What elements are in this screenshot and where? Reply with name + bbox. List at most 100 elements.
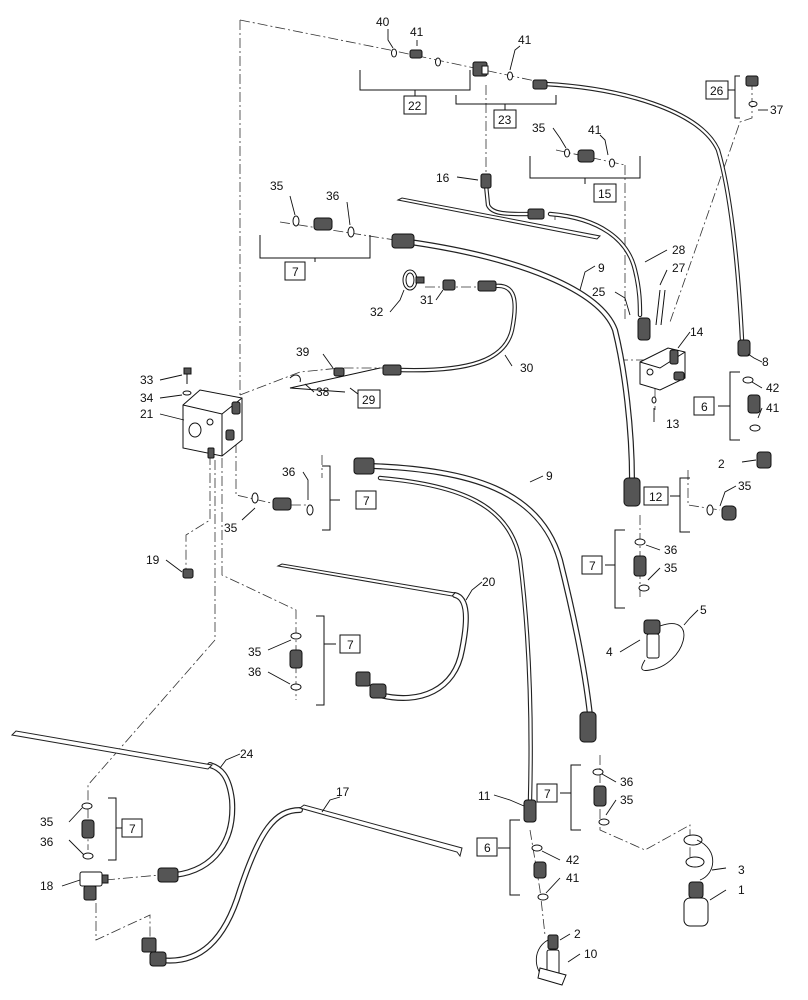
- callout-42: 42: [566, 853, 580, 867]
- hose-end-20: [355, 671, 387, 699]
- box-label-15: 15: [593, 183, 617, 203]
- box-15-text: 15: [598, 187, 612, 201]
- callout-33: 33: [140, 373, 154, 387]
- box-6-text: 6: [484, 841, 491, 855]
- fitting-35-15: [564, 148, 570, 158]
- callout-10: 10: [584, 947, 598, 961]
- hose-9-lower: [369, 463, 593, 718]
- box-label-7: 7: [581, 555, 603, 575]
- hose-end-11: [523, 799, 537, 823]
- tee-18: [79, 871, 109, 901]
- box-29-text: 29: [362, 393, 376, 407]
- adapter-6-right: [747, 394, 761, 414]
- box-6-text: 6: [701, 400, 708, 414]
- adapter-7-r: [633, 555, 647, 577]
- valve-block-21: [182, 389, 243, 459]
- hose-end-8: [737, 339, 751, 357]
- brackets: [108, 70, 740, 896]
- hose-28: [547, 211, 643, 318]
- callout-41: 41: [410, 25, 424, 39]
- callout-35: 35: [664, 561, 678, 575]
- callout-39: 39: [296, 345, 310, 359]
- gauge-32: [402, 269, 425, 291]
- coupler-10: [535, 934, 567, 986]
- hose-end-9-lower-bottom: [579, 711, 597, 743]
- callout-41: 41: [588, 123, 602, 137]
- hose-end-30: [382, 280, 497, 376]
- plug-19: [182, 568, 194, 579]
- ring-37: [748, 101, 758, 107]
- hose-8: [542, 81, 745, 343]
- fitting-31: [442, 279, 456, 291]
- bolt-33: [183, 367, 192, 384]
- box-22-text: 22: [408, 99, 422, 113]
- callout-17: 17: [336, 785, 350, 799]
- ring-35-upper: [292, 215, 300, 227]
- callout-32: 32: [370, 305, 384, 319]
- coupler-4: [641, 619, 685, 671]
- callout-36: 36: [326, 189, 340, 203]
- callout-35: 35: [224, 521, 238, 535]
- box-label-7: 7: [536, 783, 558, 803]
- ring-42-right: [742, 376, 754, 384]
- cap-26: [745, 75, 759, 87]
- callout-42: 42: [766, 381, 780, 395]
- hose-30: [397, 283, 517, 373]
- adapter-7-20: [289, 649, 303, 669]
- hose-end-8-top: [532, 79, 548, 90]
- ring-35-lb: [81, 802, 93, 810]
- callout-2: 2: [718, 457, 725, 471]
- callout-11: 11: [478, 789, 491, 803]
- callout-20: 20: [482, 575, 496, 589]
- callout-13: 13: [666, 417, 680, 431]
- box-12-text: 12: [649, 490, 663, 504]
- callout-41: 41: [518, 33, 532, 47]
- box-23-text: 23: [498, 113, 512, 127]
- callout-34: 34: [140, 391, 154, 405]
- coupler-2-right: [756, 451, 772, 469]
- adapter-7-lr: [593, 785, 607, 807]
- hose-20: [377, 592, 469, 701]
- adapter-7-lb: [81, 819, 95, 839]
- bolt-27: [655, 289, 666, 326]
- callout-27: 27: [672, 261, 686, 275]
- callout-4: 4: [606, 645, 613, 659]
- callout-41: 41: [566, 871, 580, 885]
- callout-24: 24: [240, 747, 254, 761]
- hose-end-9-upper-bottom: [623, 477, 641, 507]
- callout-36: 36: [282, 465, 296, 479]
- ring-36-lr: [592, 768, 604, 776]
- fitting-25: [637, 317, 651, 341]
- callout-25: 25: [592, 285, 606, 299]
- callout-8: 8: [762, 355, 769, 369]
- callout-1: 1: [738, 883, 745, 897]
- box-label-23: 23: [493, 109, 517, 129]
- callout-14: 14: [690, 325, 704, 339]
- hose-end-9-upper: [391, 233, 415, 249]
- ring-35-lr: [598, 818, 610, 826]
- ring-36-lb: [82, 852, 94, 860]
- callout-30: 30: [520, 361, 534, 375]
- box-label-7: 7: [355, 490, 377, 510]
- ring-36-r: [634, 538, 646, 546]
- washer-34: [182, 390, 192, 396]
- valve-14: [639, 347, 686, 391]
- screw-13: [651, 396, 657, 404]
- fitting-41-b: [435, 57, 441, 67]
- cap-3: [683, 834, 714, 881]
- adapter-6-lower: [533, 861, 547, 879]
- callout-2: 2: [574, 927, 581, 941]
- fitting-39: [333, 367, 345, 377]
- callout-16: 16: [436, 171, 450, 185]
- callouts: 40 41 41 37 35 41 16 35 36 28 9 27 25 31…: [40, 15, 784, 961]
- callout-19: 19: [146, 553, 160, 567]
- fitting-41-top: [409, 49, 423, 59]
- hose-sheets: [10, 197, 602, 858]
- callout-37: 37: [770, 103, 784, 117]
- box-label-22: 22: [403, 95, 427, 115]
- box-7-text: 7: [347, 638, 354, 652]
- callout-9: 9: [598, 261, 605, 275]
- box-label-7: 7: [339, 634, 361, 654]
- box-label-26: 26: [705, 80, 729, 100]
- hose-9-upper: [407, 239, 635, 483]
